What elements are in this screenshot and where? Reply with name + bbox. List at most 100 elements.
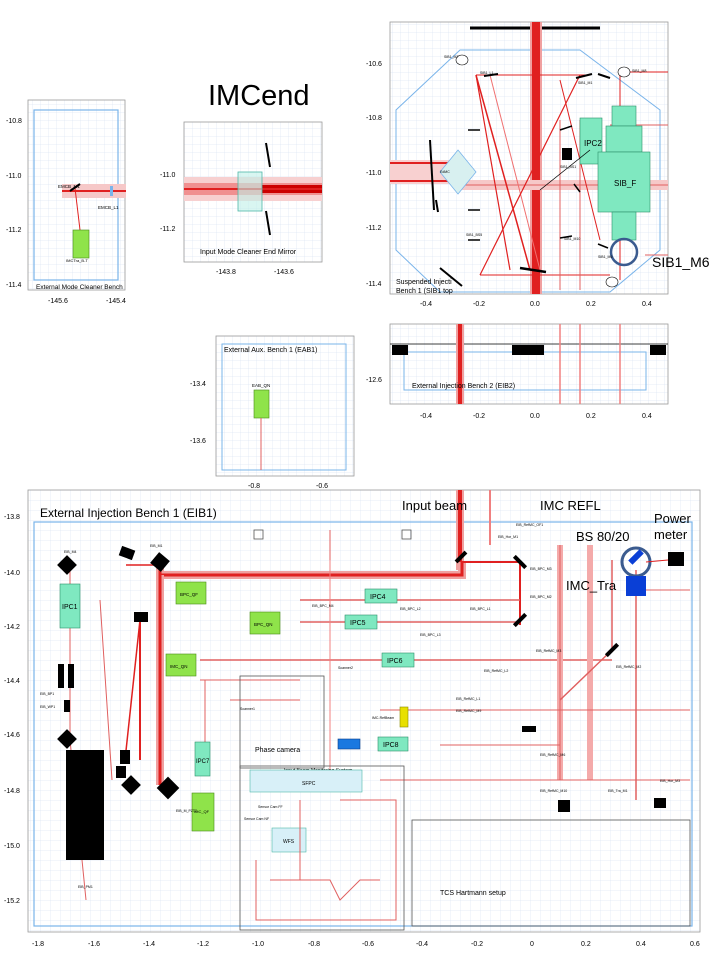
eib1-xtick: -0.8 [308, 941, 320, 948]
eib1-component: IPC8 [383, 742, 399, 749]
sib1-ytick: -10.6 [366, 61, 382, 68]
eib1-ytick: -14.0 [4, 570, 20, 577]
eab1-ytick: -13.4 [190, 381, 206, 388]
eib1-component: BPC_QF [180, 592, 198, 597]
eib1-component: IMC_QF [194, 809, 210, 814]
imcend-ytick: -11.0 [160, 172, 176, 179]
eib1-label: EIB_WP1 [40, 705, 55, 709]
emcb-title: External Mode Cleaner Bench [36, 284, 123, 291]
emcb-panel: EMCB_M1 EMCB_L1 IMCTra_B-T External Mode… [6, 99, 126, 305]
eib1-label: EIB_BP1 [40, 692, 54, 696]
bs-annotation: BS 80/20 [576, 529, 630, 544]
eib1-label: EIB_BPC_M4 [312, 604, 334, 608]
emcb-ytick: -11.4 [6, 282, 22, 289]
eib2-xtick: 0.0 [530, 413, 540, 420]
eib1-label: EIB_BPC_M3 [530, 567, 552, 571]
eib1-xtick: -1.8 [32, 941, 44, 948]
eib1-component: IPC6 [387, 658, 403, 665]
sib1-caption: Suspended Injecti [396, 279, 452, 286]
eib1-xtick: -1.2 [197, 941, 209, 948]
eib1-xtick: -0.2 [471, 941, 483, 948]
emcb-ytick: -11.0 [6, 173, 22, 180]
eib1-label: EIB_Tra_M1 [608, 789, 628, 793]
sib1-xtick: 0.2 [586, 301, 596, 308]
sib1-label: SIB1_M10 [564, 237, 580, 241]
sib1-label: SIB1_M7 [444, 55, 458, 59]
eib1-ytick: -14.8 [4, 788, 20, 795]
eib1-label: EIB_EOM1_2 [74, 757, 95, 761]
sib1-label: SIB1_BS1 [560, 165, 576, 169]
eib1-box: WFS [283, 839, 295, 845]
eib1-ytick: -14.6 [4, 732, 20, 739]
eib1-box: SFPC [302, 781, 316, 787]
eib1-title: External Injection Bench 1 (EIB1) [40, 506, 217, 520]
eib1-ytick: -13.8 [4, 514, 20, 521]
eib1-component: BPC_QN [254, 622, 273, 627]
eib1-label: EIB_RefMC_M3 [536, 649, 561, 653]
sib1-ytick: -11.2 [366, 225, 382, 232]
eib1-component: IMC_QN [170, 664, 188, 669]
imcend-xtick: -143.6 [274, 269, 294, 276]
eib2-xtick: 0.2 [586, 413, 596, 420]
eib1-ytick: -14.2 [4, 624, 20, 631]
imc-refl-annotation: IMC REFL [540, 498, 601, 513]
sib1-component: SIB_F [614, 179, 636, 188]
eib1-label: EIB_M4 [64, 550, 77, 554]
emcb-label: IMCTra_B-T [66, 258, 88, 263]
eib1-label: EIB_BPC_L3 [420, 633, 441, 637]
emcb-ytick: -11.2 [6, 227, 22, 234]
sib1-xtick: -0.4 [420, 301, 432, 308]
eib1-label: IMC-RefBeam [372, 716, 394, 720]
input-beam-annotation: Input beam [402, 498, 468, 513]
eib1-panel: External Injection Bench 1 (EIB1) [4, 489, 701, 948]
eib1-component: IPC5 [350, 620, 366, 627]
sib1-xtick: 0.4 [642, 301, 652, 308]
eib1-label: EIB_BPC_L2 [400, 607, 421, 611]
sib1-label: SIB1_BS5 [466, 233, 482, 237]
eib1-box: TCS Hartmann setup [440, 890, 506, 897]
eib2-xtick: -0.4 [420, 413, 432, 420]
eib1-label: EIB_RefMC_M9 [456, 709, 481, 713]
sib1-ytick: -10.8 [366, 115, 382, 122]
eib1-label: EIB_M_PZT2 [176, 809, 197, 813]
eib1-xtick: -1.4 [143, 941, 155, 948]
eib1-box: Phase camera [255, 747, 300, 754]
eib2-xtick: -0.2 [473, 413, 485, 420]
sib1-caption: Bench 1 (SIB1 top [396, 288, 453, 295]
eib1-component: IPC1 [62, 604, 78, 611]
eib1-ytick: -14.4 [4, 678, 20, 685]
sib1-label: EdMC [440, 170, 450, 174]
eib1-xtick: -1.6 [88, 941, 100, 948]
eib1-label: Sensor Cam NF [244, 817, 269, 821]
eib1-label: EIB_RefMC_OF1 [516, 523, 543, 527]
eib1-label: EIB_PM1 [78, 885, 93, 889]
eib1-label: EIB_RefMC_L2 [484, 669, 508, 673]
eib2-caption: External Injection Bench 2 (EIB2) [412, 383, 515, 390]
eib1-xtick: 0.6 [690, 941, 700, 948]
sib1-ytick: -11.0 [366, 170, 382, 177]
imcend-caption: Input Mode Cleaner End Mirror [200, 249, 297, 256]
eib1-label: Scanner1 [240, 707, 255, 711]
eib1-component: IPC7 [196, 759, 210, 765]
eib1-label: EIB_BPC_L1 [470, 607, 491, 611]
eib1-xtick: 0.2 [581, 941, 591, 948]
sib1-m6-annotation: SIB1_M6 [652, 254, 710, 270]
eib1-label: EIB_Hor_M1 [498, 535, 518, 539]
eab1-panel: EAB_QN External Aux. Bench 1 (EAB1) -13.… [190, 335, 355, 490]
eib1-label: Scanner2 [338, 666, 353, 670]
eib1-label: EIB_RefMC_M6 [540, 753, 565, 757]
sib1-component: IPC2 [584, 139, 602, 148]
sib1-xtick: 0.0 [530, 301, 540, 308]
sib1-label: SIB1_M6 [598, 255, 612, 259]
eib1-label: Sensor Cam FF [258, 805, 283, 809]
imcend-xtick: -143.8 [216, 269, 236, 276]
eib1-label: EIB_RefMC_M2 [616, 665, 641, 669]
imc-tra-annotation: IMC_Tra [566, 578, 617, 593]
eib1-ytick: -15.2 [4, 898, 20, 905]
sib1-label: SIB1_M1 [578, 81, 592, 85]
eib1-label: EIB_RefMC_L1 [456, 697, 480, 701]
emcb-ytick: -10.8 [6, 118, 22, 125]
power-meter-annotation-line2: meter [654, 527, 688, 542]
eab1-title: External Aux. Bench 1 (EAB1) [224, 347, 317, 354]
